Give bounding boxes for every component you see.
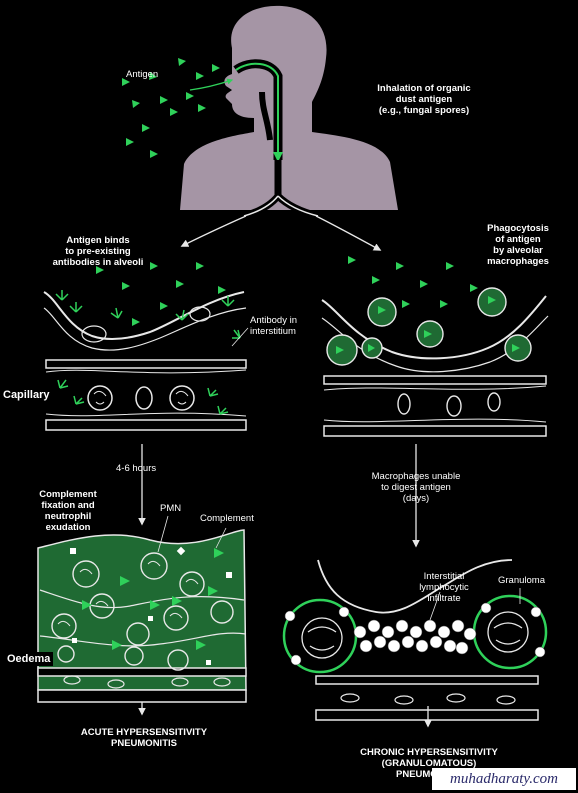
lymphocytic-infiltrate-label: Interstitial lymphocytic infiltrate — [419, 571, 469, 604]
alveolus-macrophage-panel — [321, 287, 549, 442]
capillary-label: Capillary — [0, 388, 53, 402]
chronic-granuloma-panel — [282, 559, 548, 721]
alveolus-antibody-panel — [43, 290, 248, 440]
inhaled-antigen-particles — [122, 58, 234, 158]
oedema-label: Oedema — [4, 652, 54, 666]
antigen-binds-label: Antigen binds to pre-existing antibodies… — [52, 235, 144, 268]
chronic-hypersensitivity-title: CHRONIC HYPERSENSITIVITY (GRANULOMATOUS)… — [360, 747, 498, 780]
complement-fixation-label: Complement fixation and neutrophil exuda… — [39, 489, 97, 533]
leader-lines — [157, 327, 521, 621]
hours-label: 4-6 hours — [116, 463, 157, 474]
acute-hypersensitivity-title: ACUTE HYPERSENSITIVITY PNEUMONITIS — [80, 727, 208, 749]
antigen-label: Antigen — [126, 69, 159, 80]
inhalation-label: Inhalation of organic dust antigen (e.g.… — [377, 83, 471, 116]
antibody-interstitium-label: Antibody in interstitium — [250, 315, 298, 337]
pmn-label: PMN — [160, 503, 182, 514]
acute-oedema-panel — [37, 529, 247, 703]
human-silhouette — [180, 5, 398, 220]
alveolar-antigen-particles — [96, 256, 478, 328]
phagocytosis-label: Phagocytosis of antigen by alveolar macr… — [487, 223, 549, 267]
complement-label: Complement — [200, 513, 254, 524]
branch-arrows — [180, 215, 382, 251]
macrophages-unable-label: Macrophages unable to digest antigen (da… — [371, 471, 461, 504]
granuloma-label: Granuloma — [498, 575, 545, 586]
watermark: muhadharaty.com — [432, 768, 576, 790]
